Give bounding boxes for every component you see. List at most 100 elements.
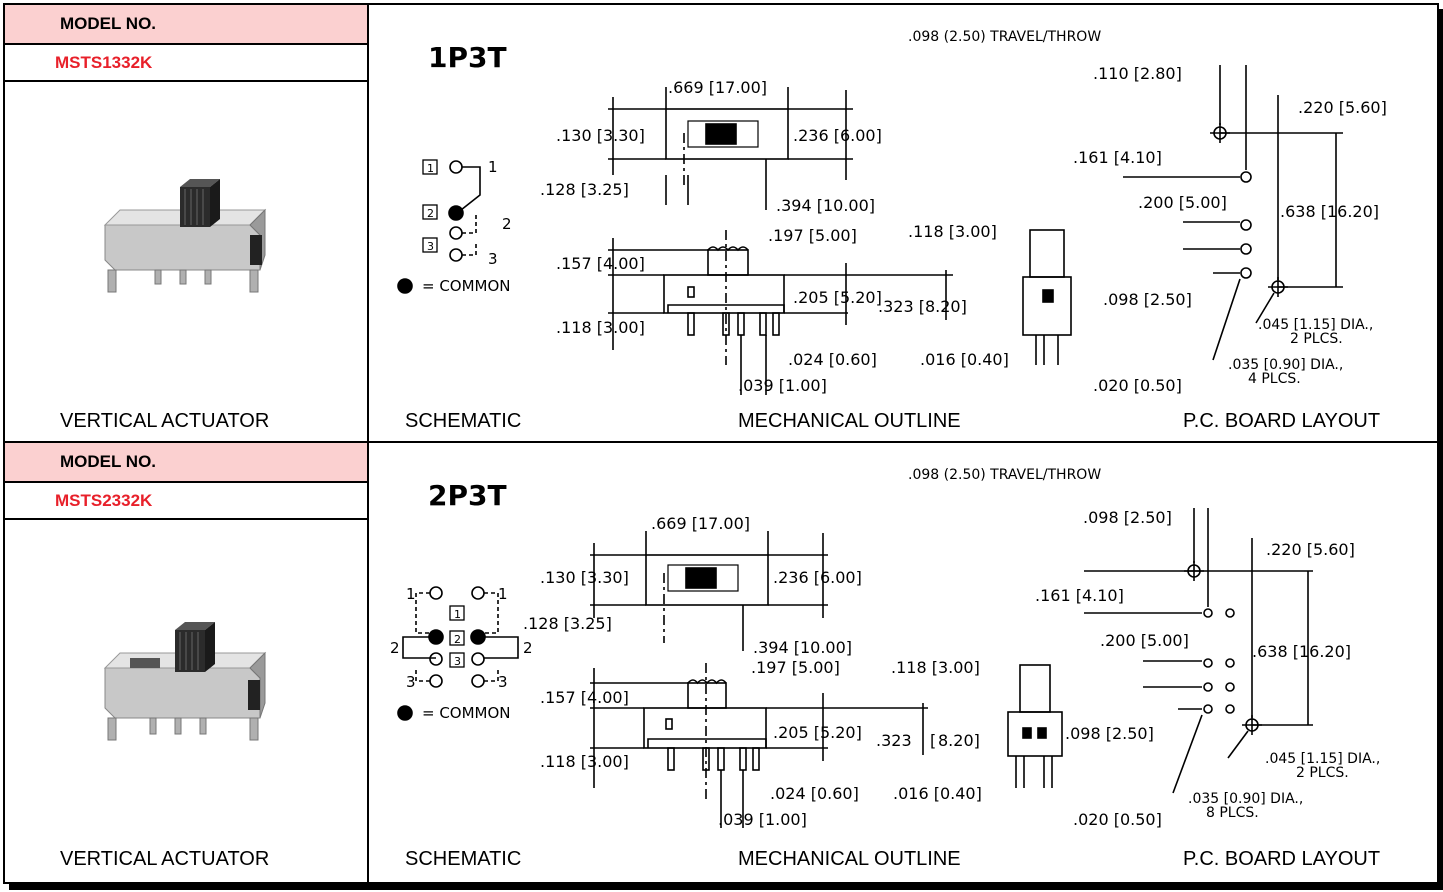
svg-text:.098 [2.50]: .098 [2.50] <box>1065 724 1154 743</box>
svg-text:.161 [4.10]: .161 [4.10] <box>1073 148 1162 167</box>
svg-text:2: 2 <box>390 639 400 657</box>
pin-label-3: 3 <box>488 250 498 268</box>
svg-text:.118 [3.00]: .118 [3.00] <box>908 222 997 241</box>
svg-text:.220 [5.60]: .220 [5.60] <box>1266 540 1355 559</box>
svg-text:2 PLCS.: 2 PLCS. <box>1296 765 1349 781</box>
pin-label-2: 2 <box>502 215 512 233</box>
svg-text:8.20]: 8.20] <box>938 731 980 750</box>
schematic: 1 2 3 1 2 3 = COMMON <box>397 158 512 295</box>
model-column: MODEL NO. MSTS1332K <box>5 5 369 441</box>
svg-text:.035 [0.90] DIA.,: .035 [0.90] DIA., <box>1228 357 1343 373</box>
svg-text:.220 [5.60]: .220 [5.60] <box>1298 98 1387 117</box>
schematic-caption: SCHEMATIC <box>405 410 522 432</box>
svg-text:.205 [5.20]: .205 [5.20] <box>793 288 882 307</box>
svg-text:1: 1 <box>406 585 416 603</box>
pin-label-1: 1 <box>488 158 498 176</box>
common-legend: = COMMON <box>422 277 511 295</box>
svg-text:1: 1 <box>427 162 434 175</box>
svg-text:2: 2 <box>454 633 461 646</box>
svg-text:.394 [10.00]: .394 [10.00] <box>753 638 852 657</box>
model-header: MODEL NO. <box>5 443 367 483</box>
svg-text:.200 [5.00]: .200 [5.00] <box>1100 631 1189 650</box>
travel-note: .098 (2.50) TRAVEL/THROW <box>908 467 1101 483</box>
svg-text:[: [ <box>930 731 936 750</box>
pcb-caption: P.C. BOARD LAYOUT <box>1183 410 1381 432</box>
drawing-area: 1P3T .098 (2.50) TRAVEL/THROW 1 2 3 <box>368 5 1437 441</box>
svg-text:.020 [0.50]: .020 [0.50] <box>1093 376 1182 395</box>
svg-text:1: 1 <box>498 585 508 603</box>
svg-text:.128 [3.25]: .128 [3.25] <box>540 180 629 199</box>
svg-text:.200 [5.00]: .200 [5.00] <box>1138 193 1227 212</box>
svg-text:.020 [0.50]: .020 [0.50] <box>1073 810 1162 829</box>
svg-text:.118 [3.00]: .118 [3.00] <box>891 658 980 677</box>
svg-text:3: 3 <box>406 673 416 691</box>
switch-photo <box>103 179 267 293</box>
svg-text:1: 1 <box>454 608 461 621</box>
svg-text:.128 [3.25]: .128 [3.25] <box>523 614 612 633</box>
svg-text:2: 2 <box>427 207 434 220</box>
svg-text:.024 [0.60]: .024 [0.60] <box>770 784 859 803</box>
svg-text:2: 2 <box>523 639 533 657</box>
panel-2p3t: MODEL NO. MSTS2332K <box>5 443 1437 882</box>
svg-text:.394 [10.00]: .394 [10.00] <box>776 196 875 215</box>
pole-type: 2P3T <box>428 479 507 512</box>
svg-text:.118 [3.00]: .118 [3.00] <box>556 318 645 337</box>
pcb-layout: .110 [2.80] .220 [5.60] .161 [4.10] .200… <box>1073 64 1387 387</box>
panel-1p3t: MODEL NO. MSTS1332K <box>5 5 1437 443</box>
pcb-caption: P.C. BOARD LAYOUT <box>1183 848 1381 870</box>
svg-text:.039 [1.00]: .039 [1.00] <box>738 376 827 395</box>
schematic-caption: SCHEMATIC <box>405 848 522 870</box>
model-header: MODEL NO. <box>5 5 367 45</box>
svg-text:.669 [17.00]: .669 [17.00] <box>651 514 750 533</box>
svg-text:.638 [16.20]: .638 [16.20] <box>1280 202 1379 221</box>
svg-text:.236 [6.00]: .236 [6.00] <box>793 126 882 145</box>
common-legend: = COMMON <box>422 704 511 722</box>
svg-text:.323 [8.20]: .323 [8.20] <box>878 297 967 316</box>
model-number: MSTS1332K <box>5 45 367 82</box>
svg-text:3: 3 <box>498 673 508 691</box>
svg-text:.157 [4.00]: .157 [4.00] <box>540 688 629 707</box>
svg-text:.098 [2.50]: .098 [2.50] <box>1103 290 1192 309</box>
mechanical-caption: MECHANICAL OUTLINE <box>738 410 961 432</box>
mechanical-outline: .669 [17.00] .130 [3.30] .236 [6.00] .12… <box>540 78 1182 395</box>
svg-text:.024 [0.60]: .024 [0.60] <box>788 350 877 369</box>
svg-text:3: 3 <box>427 240 434 253</box>
model-column: MODEL NO. MSTS2332K <box>5 443 369 882</box>
svg-text:.323: .323 <box>876 731 912 750</box>
svg-text:.157 [4.00]: .157 [4.00] <box>556 254 645 273</box>
svg-text:.118 [3.00]: .118 [3.00] <box>540 752 629 771</box>
mechanical-outline: .669 [17.00] .130 [3.30] .236 [6.00] .12… <box>523 514 1162 829</box>
svg-text:.098 [2.50]: .098 [2.50] <box>1083 508 1172 527</box>
schematic: 1 2 3 1 1 2 2 3 3 <box>390 585 533 722</box>
pole-type: 1P3T <box>428 41 507 74</box>
svg-text:.197 [5.00]: .197 [5.00] <box>751 658 840 677</box>
svg-text:.035 [0.90] DIA.,: .035 [0.90] DIA., <box>1188 791 1303 807</box>
technical-drawing: 2P3T .098 (2.50) TRAVEL/THROW 1 2 3 <box>390 467 1380 829</box>
svg-text:.638 [16.20]: .638 [16.20] <box>1252 642 1351 661</box>
svg-text:.161 [4.10]: .161 [4.10] <box>1035 586 1124 605</box>
svg-text:.130 [3.30]: .130 [3.30] <box>540 568 629 587</box>
svg-text:.016 [0.40]: .016 [0.40] <box>893 784 982 803</box>
svg-text:.197 [5.00]: .197 [5.00] <box>768 226 857 245</box>
model-number: MSTS2332K <box>5 483 367 520</box>
svg-text:.016 [0.40]: .016 [0.40] <box>920 350 1009 369</box>
svg-text:2 PLCS.: 2 PLCS. <box>1290 331 1343 347</box>
pcb-layout: .098 [2.50] .220 [5.60] .161 [4.10] .200… <box>1035 508 1380 821</box>
svg-text:.130 [3.30]: .130 [3.30] <box>556 126 645 145</box>
svg-text:.205 [5.20]: .205 [5.20] <box>773 723 862 742</box>
drawing-area: 2P3T .098 (2.50) TRAVEL/THROW 1 2 3 <box>368 443 1437 882</box>
product-caption: VERTICAL ACTUATOR <box>60 410 270 432</box>
travel-note: .098 (2.50) TRAVEL/THROW <box>908 29 1101 45</box>
svg-text:3: 3 <box>454 655 461 668</box>
svg-text:.110 [2.80]: .110 [2.80] <box>1093 64 1182 83</box>
product-caption: VERTICAL ACTUATOR <box>60 848 270 870</box>
mechanical-caption: MECHANICAL OUTLINE <box>738 848 961 870</box>
svg-text:.045 [1.15] DIA.,: .045 [1.15] DIA., <box>1265 751 1380 767</box>
svg-text:.045 [1.15] DIA.,: .045 [1.15] DIA., <box>1258 317 1373 333</box>
svg-text:.039 [1.00]: .039 [1.00] <box>718 810 807 829</box>
technical-drawing: 1P3T .098 (2.50) TRAVEL/THROW 1 2 3 <box>397 29 1387 395</box>
svg-text:4 PLCS.: 4 PLCS. <box>1248 371 1301 387</box>
switch-photo <box>103 622 267 741</box>
svg-text:.669 [17.00]: .669 [17.00] <box>668 78 767 97</box>
datasheet-frame: MODEL NO. MSTS1332K <box>3 3 1439 884</box>
